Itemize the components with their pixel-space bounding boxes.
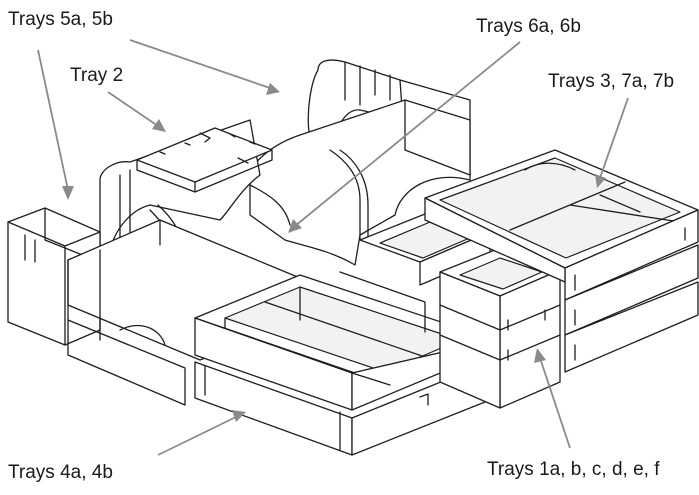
- curved-tray-middle: [249, 99, 471, 266]
- label-trays-1: Trays 1a, b, c, d, e, f: [487, 459, 660, 480]
- label-trays-5: Trays 5a, 5b: [8, 9, 113, 30]
- label-tray-2: Tray 2: [70, 65, 124, 86]
- label-trays-3-7: Trays 3, 7a, 7b: [548, 71, 675, 92]
- label-trays-4: Trays 4a, 4b: [8, 462, 113, 483]
- trays-3-7: [424, 149, 699, 373]
- tray-2-lid: [136, 127, 273, 193]
- left-end-panel: [7, 207, 101, 346]
- label-trays-6: Trays 6a, 6b: [476, 16, 581, 37]
- leader-arrows: [37, 39, 629, 456]
